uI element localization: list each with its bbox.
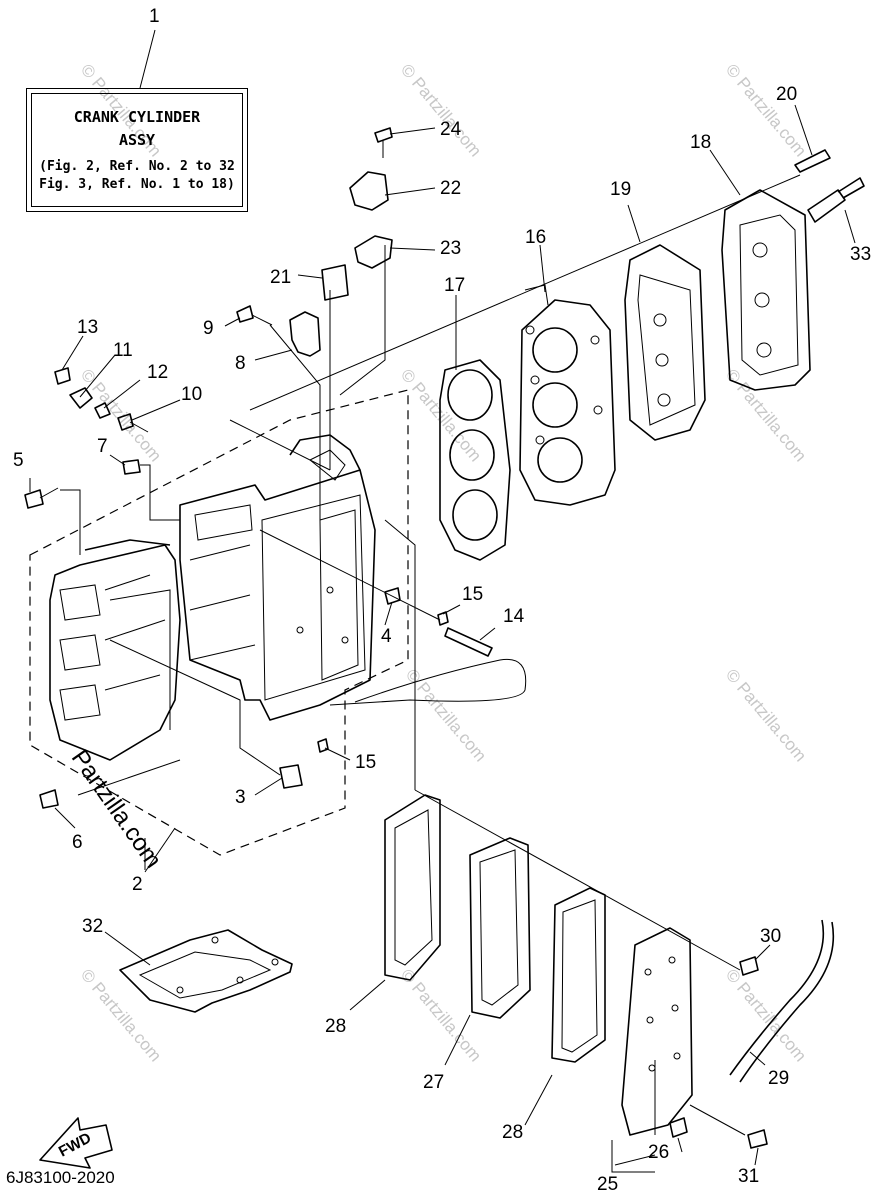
watermark: © Partzilla.com	[722, 365, 810, 465]
callout-32: 32	[82, 916, 103, 937]
callout-15-upper: 15	[462, 584, 483, 605]
watermark: © Partzilla.com	[77, 965, 165, 1065]
assembly-subtitle: ASSY	[118, 131, 156, 149]
stud	[794, 149, 831, 173]
pin-4	[384, 587, 401, 605]
assembly-title: CRANK CYLINDER	[73, 108, 201, 126]
cylinder-block	[179, 434, 376, 721]
fitting-26	[669, 1117, 688, 1138]
callout-1: 1	[149, 6, 160, 27]
callout-24: 24	[440, 119, 462, 140]
callout-18: 18	[690, 132, 711, 153]
plate-11	[69, 387, 93, 409]
diagram-code: 6J83100-2020	[6, 1168, 115, 1187]
spark-plug	[807, 177, 865, 223]
assembly-reference-inner: CRANK CYLINDER ASSY (Fig. 2, Ref. No. 2 …	[31, 93, 243, 207]
callout-4: 4	[381, 626, 392, 647]
callout-17: 17	[444, 275, 465, 296]
dowel-7	[122, 459, 141, 475]
thermostat	[321, 264, 349, 301]
callout-15-lower: 15	[355, 752, 376, 773]
water-tube	[329, 627, 527, 706]
plug-3	[279, 764, 303, 789]
fwd-label: FWD	[56, 1129, 94, 1160]
callout-6: 6	[72, 832, 83, 853]
bolt-5	[24, 487, 59, 509]
callout-5: 5	[13, 450, 24, 471]
head-gasket	[439, 359, 511, 561]
bolt-13	[54, 367, 71, 385]
screw-10	[117, 413, 149, 433]
callout-21: 21	[270, 267, 291, 288]
callout-23: 23	[440, 238, 461, 259]
watermark: © Partzilla.com	[397, 60, 485, 160]
base-gasket	[119, 929, 293, 1013]
callout-12: 12	[147, 362, 168, 383]
callout-14: 14	[503, 606, 525, 627]
assembly-axis-lines	[60, 174, 801, 1136]
bolt-30	[739, 956, 759, 976]
washer-12	[94, 402, 111, 419]
thermostat-gasket	[354, 235, 393, 269]
cover-bolt	[374, 127, 393, 158]
crankcase-dashed-outline	[29, 389, 409, 873]
callout-28-left: 28	[325, 1016, 346, 1037]
clamp	[289, 311, 321, 357]
callout-33: 33	[850, 244, 871, 265]
exhaust-gasket-outer	[384, 794, 441, 981]
watermark: © Partzilla.com	[722, 965, 810, 1065]
callout-22: 22	[440, 178, 461, 199]
callout-leader-lines	[29, 29, 856, 1173]
callout-labels: 1 2 3 4 5 6 7 8 9 10 11 12 13 14 15 15 1…	[13, 6, 871, 1195]
exhaust-gasket-inner	[551, 887, 606, 1063]
watermark: © Partzilla.com	[397, 365, 485, 465]
callout-25: 25	[597, 1174, 618, 1195]
exhaust-inner-cover	[469, 837, 531, 1019]
callout-19: 19	[610, 179, 631, 200]
callout-20: 20	[776, 84, 797, 105]
exhaust-outer-cover	[621, 927, 693, 1136]
callout-27: 27	[423, 1072, 444, 1093]
callout-26: 26	[648, 1142, 669, 1163]
head-cover	[721, 189, 811, 391]
crankcase-half	[49, 539, 181, 761]
bolt-6	[39, 789, 59, 809]
cylinder-head	[519, 284, 616, 506]
callout-9: 9	[203, 318, 214, 339]
clip-15-upper	[437, 611, 449, 626]
forward-arrow-icon: FWD	[39, 1117, 113, 1169]
callout-30: 30	[760, 926, 781, 947]
callout-28-right: 28	[502, 1122, 523, 1143]
callout-2: 2	[132, 874, 143, 895]
bolt-9	[236, 305, 273, 326]
callout-8: 8	[235, 353, 246, 374]
callout-31: 31	[738, 1166, 759, 1187]
callout-10: 10	[181, 384, 202, 405]
hose	[729, 919, 835, 1083]
watermark: © Partzilla.com	[722, 665, 810, 765]
callout-29: 29	[768, 1068, 789, 1089]
head-cover-gasket	[624, 244, 706, 441]
thermostat-cover	[349, 171, 389, 211]
assembly-reference-line-2: Fig. 3, Ref. No. 1 to 18)	[39, 177, 235, 192]
bolt-31	[747, 1129, 768, 1149]
assembly-reference-line-1: (Fig. 2, Ref. No. 2 to 32	[39, 159, 235, 174]
callout-3: 3	[235, 787, 246, 808]
clip-15-lower	[317, 738, 329, 753]
callout-13: 13	[77, 317, 98, 338]
callout-7: 7	[97, 436, 108, 457]
callout-16: 16	[525, 227, 546, 248]
assembly-reference-box: CRANK CYLINDER ASSY (Fig. 2, Ref. No. 2 …	[26, 88, 248, 212]
callout-11: 11	[113, 340, 133, 361]
